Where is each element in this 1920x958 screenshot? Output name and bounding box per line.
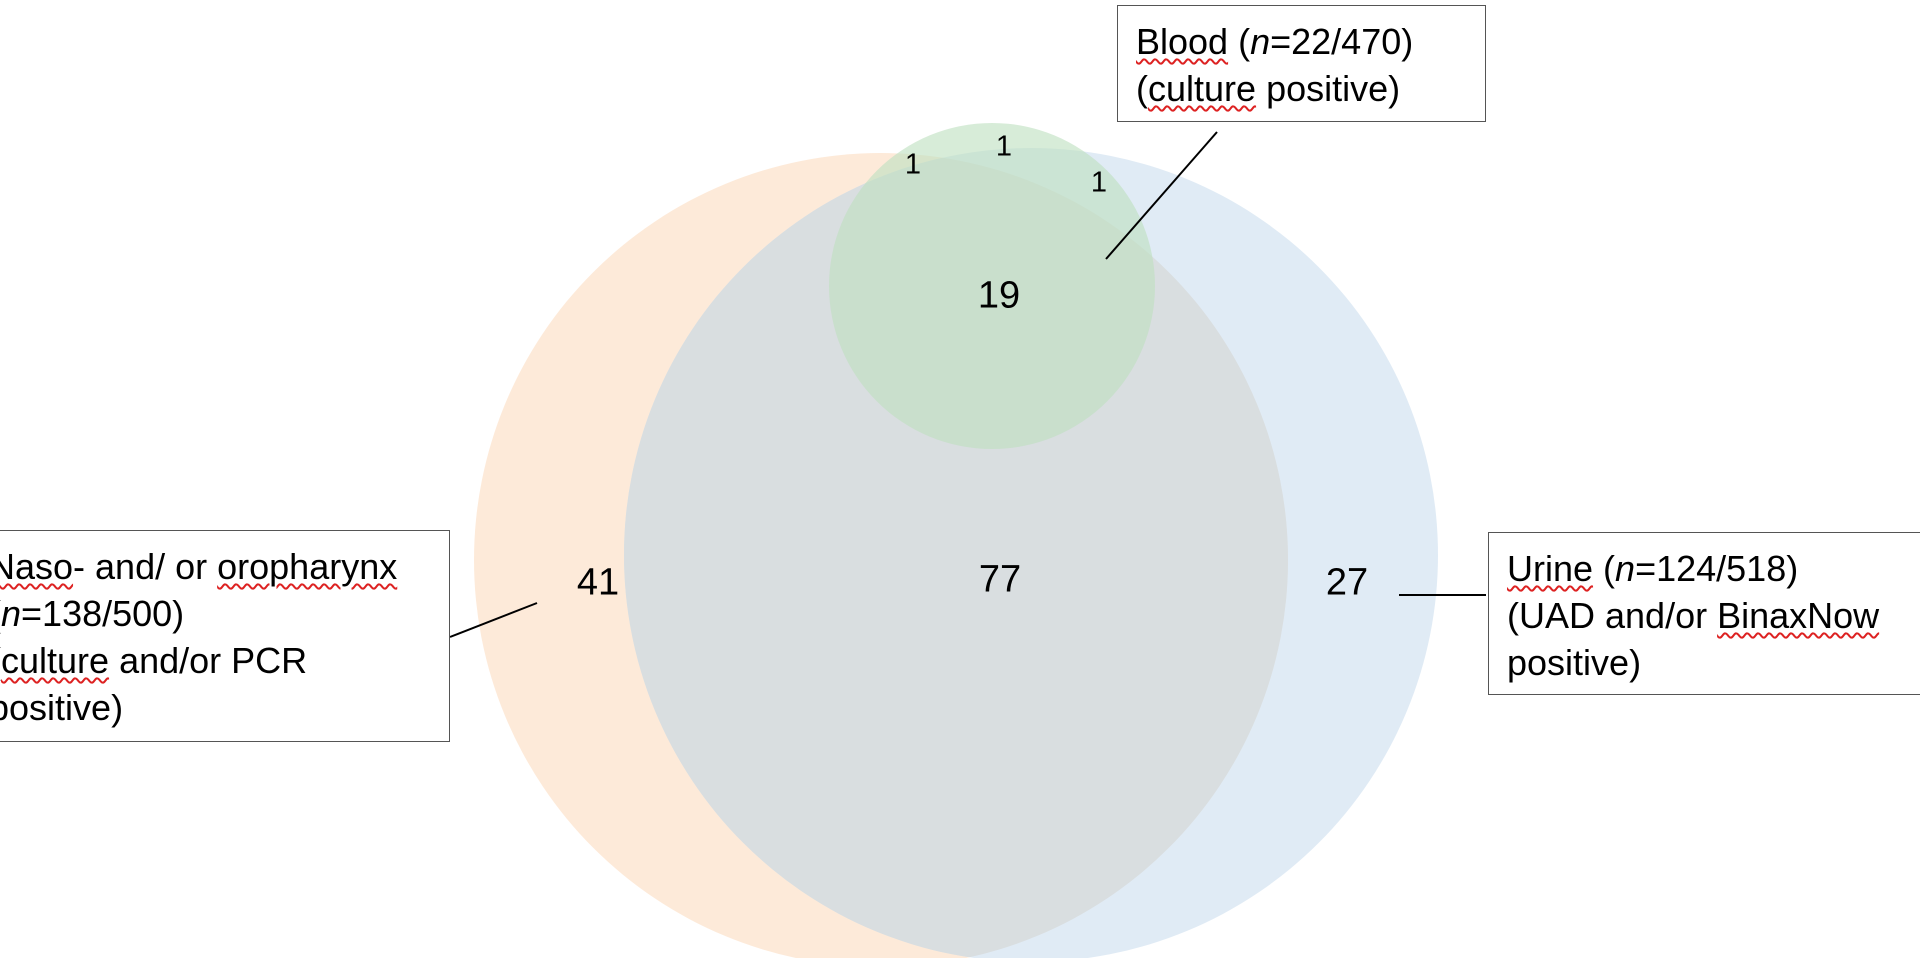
respiratory-leader-line (449, 602, 538, 638)
respiratory-label: Naso- and/ or oropharynx (n=138/500) (cu… (0, 530, 450, 742)
respiratory-label-line4: positive) (0, 687, 124, 728)
blood-label: Blood (n=22/470) (culture positive) (1117, 5, 1486, 122)
count-all-three: 19 (977, 274, 1021, 317)
count-respiratory-only: 41 (576, 561, 620, 604)
urine-label-line3: positive) (1507, 642, 1642, 683)
blood-label-line1: Blood (n=22/470) (1136, 21, 1414, 62)
urine-label: Urine (n=124/518) (UAD and/or BinaxNow p… (1488, 532, 1920, 695)
respiratory-label-line3: (culture and/or PCR (0, 640, 308, 681)
count-blood-urine: 1 (1090, 166, 1108, 199)
respiratory-label-line1: Naso- and/ or oropharynx (0, 546, 398, 587)
count-respiratory-urine: 77 (978, 558, 1022, 601)
respiratory-label-line2: (n=138/500) (0, 593, 185, 634)
count-blood-only: 1 (995, 130, 1013, 163)
blood-circle (829, 123, 1155, 449)
blood-leader-line (1105, 131, 1218, 260)
urine-label-line1: Urine (n=124/518) (1507, 548, 1799, 589)
count-blood-respiratory: 1 (904, 148, 922, 181)
count-urine-only: 27 (1325, 561, 1369, 604)
blood-label-line2: (culture positive) (1136, 68, 1401, 109)
urine-label-line2: (UAD and/or BinaxNow (1507, 595, 1880, 636)
